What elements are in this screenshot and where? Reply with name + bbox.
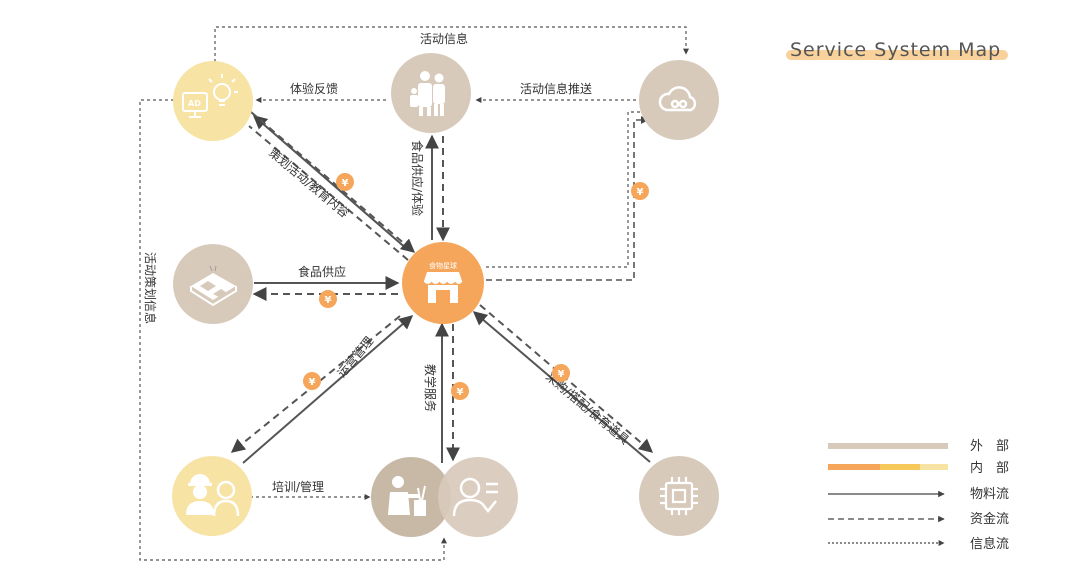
- svg-text:¥: ¥: [558, 369, 565, 380]
- title: Service System Map: [790, 39, 1001, 61]
- svg-text:外 部: 外 部: [970, 439, 1009, 454]
- svg-text:¥: ¥: [325, 295, 332, 306]
- edge-left-plan: 活动策划信息: [139, 99, 447, 561]
- ad-text: AD: [188, 99, 201, 108]
- money-badge: ¥: [303, 372, 321, 390]
- label-feedback: 体验反馈: [290, 81, 338, 96]
- edge-ops: 运营管理: [230, 315, 414, 464]
- node-teacher: [371, 457, 451, 537]
- svg-text:¥: ¥: [637, 187, 644, 198]
- shop-label: 食物星球: [429, 261, 457, 270]
- edge-food-exp: 食品供应/体验: [410, 134, 450, 242]
- label-ops: 运营管理: [334, 334, 376, 380]
- label-push: 活动信息推送: [520, 81, 592, 96]
- money-badge: ¥: [451, 382, 469, 400]
- svg-text:¥: ¥: [309, 377, 316, 388]
- staff-icon: [186, 474, 240, 517]
- node-ad: AD: [173, 61, 253, 141]
- node-tray: [173, 244, 253, 324]
- node-shop: 食物星球: [402, 242, 484, 324]
- edge-purchase: 采购/搭配/食育道具: [472, 304, 654, 463]
- title-group: Service System Map: [786, 39, 1008, 61]
- node-family: [391, 53, 471, 133]
- edge-feedback: 体验反馈: [255, 81, 386, 103]
- title-underline: [786, 50, 1008, 60]
- legend-material: 物料流: [828, 487, 1009, 502]
- money-badges: ¥ ¥ ¥ ¥ ¥ ¥: [303, 173, 649, 400]
- money-badge: ¥: [631, 182, 649, 200]
- label-food-exp: 食品供应/体验: [410, 140, 425, 216]
- node-student: [438, 457, 518, 537]
- node-staff: [172, 456, 252, 536]
- student-icon: [452, 477, 498, 517]
- edge-food-supply: 食品供应: [252, 264, 400, 301]
- shop-icon: [423, 272, 463, 303]
- node-cloud: [639, 60, 719, 140]
- edge-training: 培训/管理: [250, 479, 371, 500]
- svg-text:¥: ¥: [342, 178, 349, 189]
- legend-internal: 内 部: [828, 460, 1009, 476]
- svg-text:¥: ¥: [457, 387, 464, 398]
- legend-info: 信息流: [828, 536, 1009, 552]
- money-badge: ¥: [336, 173, 354, 191]
- svg-text:内 部: 内 部: [970, 460, 1009, 476]
- edge-top-info: 活动信息: [214, 26, 689, 62]
- svg-text:物料流: 物料流: [970, 487, 1009, 502]
- chip-icon: [660, 477, 698, 515]
- edge-teaching: 教学服务: [423, 322, 460, 463]
- edge-push: 活动信息推送: [475, 81, 636, 103]
- label-training: 培训/管理: [272, 479, 324, 494]
- teacher-icon: [388, 476, 426, 516]
- node-chip: [639, 456, 719, 536]
- food-tray-icon: [190, 265, 237, 307]
- svg-text:信息流: 信息流: [970, 536, 1009, 552]
- label-teaching: 教学服务: [423, 364, 438, 412]
- legend: 外 部 内 部 物料流 资金流 信息流: [828, 439, 1009, 552]
- money-badge: ¥: [552, 364, 570, 382]
- ad-lightbulb-icon: [182, 74, 238, 118]
- legend-external: 外 部: [828, 439, 1009, 454]
- money-badge: ¥: [319, 290, 337, 308]
- edge-shop-cloud: [486, 111, 649, 281]
- cloud-icon: [658, 86, 697, 112]
- legend-money: 资金流: [828, 511, 1009, 527]
- label-left-plan: 活动策划信息: [143, 252, 158, 324]
- family-icon: [410, 71, 445, 116]
- svg-text:资金流: 资金流: [970, 511, 1009, 527]
- edge-plan-edu: 策划活动/教育内容: [248, 111, 416, 261]
- label-food-supply: 食品供应: [298, 264, 346, 279]
- label-top-info: 活动信息: [420, 31, 468, 46]
